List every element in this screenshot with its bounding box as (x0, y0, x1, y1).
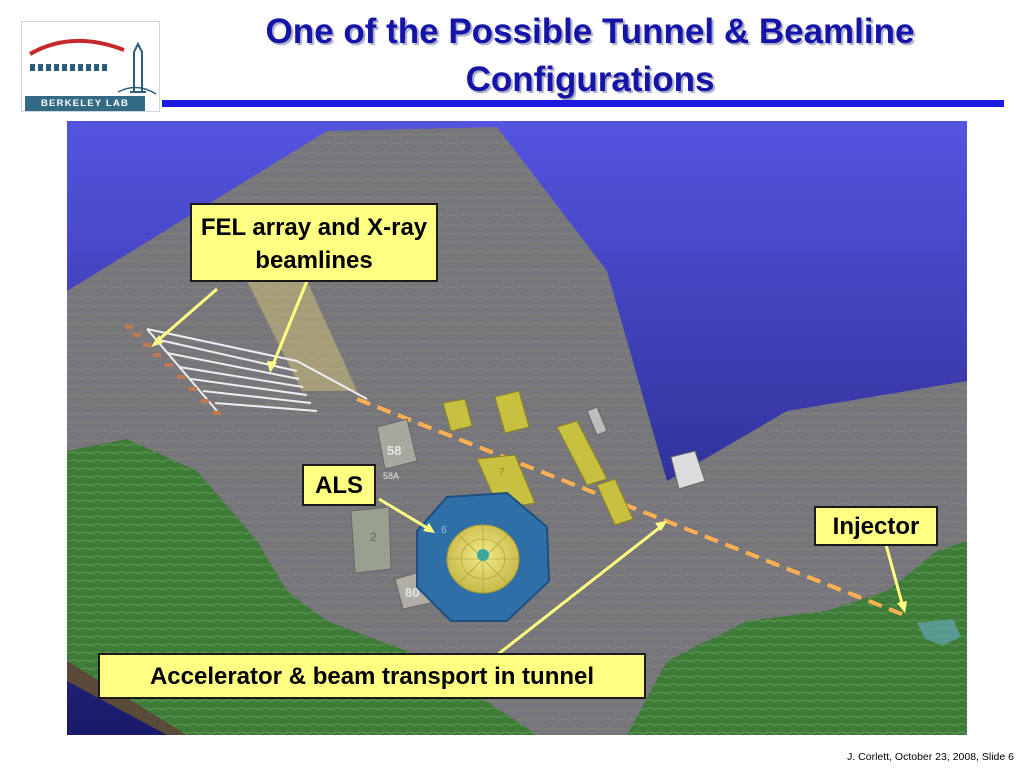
building-tall (586, 406, 608, 436)
als-center (477, 549, 489, 561)
slide-footer: J. Corlett, October 23, 2008, Slide 6 (847, 751, 1014, 763)
building-58 (376, 418, 418, 470)
logo-arch-icon (29, 38, 157, 95)
building-strip-2 (596, 478, 634, 526)
building-7 (476, 454, 536, 510)
logo-text: BERKELEY LAB (25, 96, 145, 111)
building-7-label: 7 (499, 467, 505, 478)
building-small-2 (494, 390, 530, 434)
berkeley-lab-logo: BERKELEY LAB (21, 21, 160, 112)
title-underline (162, 100, 1004, 107)
fel-building (247, 281, 357, 391)
callout-accelerator: Accelerator & beam transport in tunnel (98, 653, 646, 699)
building-58a-label: 58A (383, 471, 399, 481)
callout-pointers (154, 280, 905, 657)
slide-title: One of the Possible Tunnel & Beamline Co… (180, 8, 1000, 104)
building-small-1 (442, 398, 473, 432)
building-2 (350, 506, 392, 574)
injector-pond (917, 619, 961, 645)
building-80-label: 80 (405, 585, 419, 600)
building-6-label: 6 (441, 525, 447, 536)
callout-als: ALS (302, 464, 376, 506)
building-injector (670, 450, 706, 490)
building-strip (556, 420, 608, 486)
callout-fel-array: FEL array and X-ray beamlines (190, 203, 438, 282)
title-line-2: Configurations (465, 60, 715, 99)
fel-endstations (125, 325, 221, 415)
building-58-label: 58 (387, 443, 401, 458)
title-line-1: One of the Possible Tunnel & Beamline (265, 12, 915, 51)
callout-injector: Injector (814, 506, 938, 546)
tunnel-path (356, 397, 908, 618)
building-2-label: 2 (370, 530, 377, 544)
